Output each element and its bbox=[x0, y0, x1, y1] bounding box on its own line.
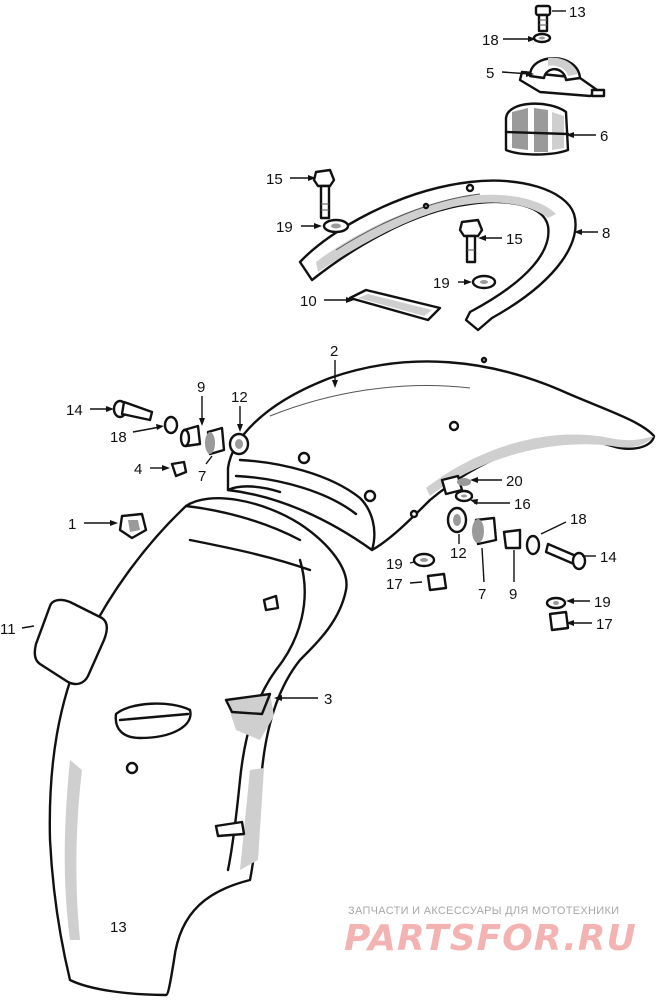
callout-19-lower: 19 bbox=[594, 594, 611, 611]
callout-12-right: 12 bbox=[450, 545, 467, 562]
callout-10: 10 bbox=[300, 293, 317, 310]
callout-7-left: 7 bbox=[198, 468, 206, 485]
nut-17-lower bbox=[548, 610, 570, 632]
bushing-7-left bbox=[205, 426, 226, 456]
washer-19-lower bbox=[545, 596, 567, 610]
collar-9-right bbox=[502, 528, 522, 550]
callout-8: 8 bbox=[602, 225, 610, 242]
callout-11: 11 bbox=[0, 621, 16, 638]
bolt-14-right bbox=[544, 542, 587, 571]
callout-17-lower: 17 bbox=[596, 616, 613, 633]
callout-18-top: 18 bbox=[482, 32, 499, 49]
collar-9-left bbox=[179, 424, 202, 448]
washer-18-top bbox=[532, 32, 552, 44]
callout-16: 16 bbox=[514, 496, 531, 513]
callout-14-right: 14 bbox=[600, 549, 617, 566]
callout-9-right: 9 bbox=[509, 586, 517, 603]
callout-15-left: 15 bbox=[266, 171, 283, 188]
inner-fender-3 bbox=[48, 497, 348, 997]
callout-4: 4 bbox=[134, 461, 142, 478]
grab-rail-8 bbox=[298, 179, 577, 332]
bolt-13-top bbox=[534, 4, 552, 33]
bolt-14-left bbox=[112, 399, 154, 422]
callout-19-center: 19 bbox=[386, 556, 403, 573]
leader-lines bbox=[21, 10, 598, 701]
callout-17-center: 17 bbox=[386, 576, 403, 593]
callout-14-left: 14 bbox=[66, 402, 83, 419]
callout-1: 1 bbox=[68, 516, 76, 533]
callout-3: 3 bbox=[324, 691, 332, 708]
washer-18-left bbox=[163, 415, 179, 435]
nut-4 bbox=[170, 460, 188, 478]
washer-18-right bbox=[525, 534, 541, 556]
washer-19-center bbox=[412, 552, 436, 568]
bolt-15-right bbox=[458, 218, 484, 264]
collar-12-right bbox=[446, 506, 468, 534]
callout-18-right: 18 bbox=[570, 511, 587, 528]
washer-19-left bbox=[322, 218, 350, 234]
callout-7-right: 7 bbox=[478, 586, 486, 603]
callout-19-left: 19 bbox=[276, 219, 293, 236]
callout-6: 6 bbox=[600, 128, 608, 145]
nut-16 bbox=[454, 489, 474, 503]
callout-13-fender: 13 bbox=[110, 919, 127, 936]
collar-12-left bbox=[228, 432, 250, 456]
callout-18-left: 18 bbox=[110, 429, 127, 446]
reflector-11 bbox=[33, 598, 108, 686]
callout-9-left: 9 bbox=[197, 379, 205, 396]
pad-10 bbox=[348, 288, 442, 322]
callout-19-right: 19 bbox=[433, 275, 450, 292]
callout-5: 5 bbox=[486, 65, 494, 82]
nut-20 bbox=[457, 478, 471, 486]
watermark-logo: PARTSFOR.RU bbox=[344, 918, 637, 959]
callout-12-left: 12 bbox=[231, 389, 248, 406]
bushing-6 bbox=[504, 102, 570, 156]
washer-19-right bbox=[471, 274, 497, 290]
callout-15-right: 15 bbox=[506, 231, 523, 248]
rear-fender-2 bbox=[226, 356, 656, 552]
callout-2: 2 bbox=[330, 343, 338, 360]
clamp-5 bbox=[518, 57, 606, 98]
nut-17-center bbox=[426, 572, 448, 592]
callout-labels: 13 18 5 6 15 8 19 15 19 10 2 9 12 14 18 … bbox=[0, 4, 617, 936]
watermark-tagline: ЗАПЧАСТИ И АКСЕССУАРЫ ДЛЯ МОТОТЕХНИКИ bbox=[348, 905, 620, 917]
clip-1 bbox=[118, 512, 148, 540]
bushing-7-right bbox=[472, 516, 498, 546]
bolt-15-left bbox=[312, 168, 336, 220]
callout-20: 20 bbox=[506, 473, 523, 490]
callout-13-top: 13 bbox=[569, 4, 586, 21]
